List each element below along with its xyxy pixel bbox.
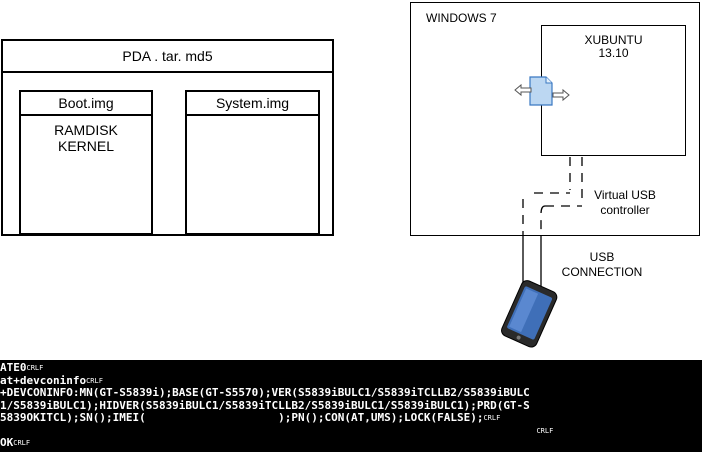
- system-img-header: System.img: [187, 92, 318, 116]
- crlf-marker: CRLF: [26, 364, 44, 372]
- terminal-line: ATE0CRLF: [0, 361, 702, 375]
- terminal-line-text: OK: [0, 436, 14, 449]
- pda-header: PDA . tar. md5: [3, 41, 332, 73]
- boot-img-box: Boot.img RAMDISK KERNEL: [19, 90, 153, 235]
- pda-tar-box: PDA . tar. md5 Boot.img RAMDISK KERNEL S…: [1, 39, 334, 236]
- xubuntu-label: XUBUNTU: [584, 33, 643, 47]
- terminal-line: 5839OKITCL);SN();IMEI( );PN();CON(AT,UMS…: [0, 411, 702, 425]
- crlf-marker: CRLF: [13, 439, 31, 447]
- virtual-usb-dashed-lines: [522, 157, 583, 236]
- crlf-marker: CRLF: [483, 414, 501, 422]
- terminal-line: OKCRLF: [0, 436, 702, 450]
- boot-img-header: Boot.img: [21, 92, 151, 116]
- terminal-line: 1/S5839iBULC1);HIDVER(S5839iBULC1/S5839i…: [0, 398, 702, 413]
- terminal-line: +DEVCONINFO:MN(GT-S5839i);BASE(GT-S5570)…: [0, 386, 702, 400]
- terminal-line-text: 5839OKITCL);SN();IMEI( );PN();CON(AT,UMS…: [0, 411, 484, 424]
- usb-label-line2: CONNECTION: [561, 265, 643, 279]
- crlf-marker: CRLF: [536, 426, 554, 435]
- terminal-line: CRLF: [0, 425, 702, 438]
- windows7-label: WINDOWS 7: [426, 11, 497, 25]
- terminal-line-text: +DEVCONINFO:MN(GT-S5839i);BASE(GT-S5570)…: [0, 386, 530, 399]
- terminal-line-text: 1/S5839iBULC1);HIDVER(S5839iBULC1/S5839i…: [0, 398, 530, 412]
- virtual-usb-label-line1: Virtual USB: [594, 188, 656, 202]
- terminal-line-text: ATE0: [0, 361, 27, 374]
- smartphone-icon: [501, 280, 558, 348]
- file-share-icon: [514, 76, 570, 106]
- pda-title: PDA . tar. md5: [122, 48, 213, 64]
- xubuntu-guest-box: [541, 25, 686, 156]
- usb-label-line1: USB: [589, 250, 615, 264]
- virtual-usb-label-line2: controller: [600, 203, 650, 217]
- ramdisk-label: RAMDISK: [54, 122, 118, 138]
- crlf-marker: CRLF: [86, 376, 103, 385]
- xubuntu-version: 13.10: [598, 46, 629, 60]
- terminal-line-text: [0, 424, 536, 437]
- system-img-box: System.img: [185, 90, 320, 235]
- system-img-title: System.img: [215, 95, 290, 111]
- kernel-label: KERNEL: [57, 138, 115, 154]
- terminal-line: at+devconinfoCRLF: [0, 373, 702, 388]
- diagram-overlay: [501, 76, 583, 348]
- terminal-line-text: at+devconinfo: [0, 373, 87, 387]
- boot-img-title: Boot.img: [58, 95, 114, 111]
